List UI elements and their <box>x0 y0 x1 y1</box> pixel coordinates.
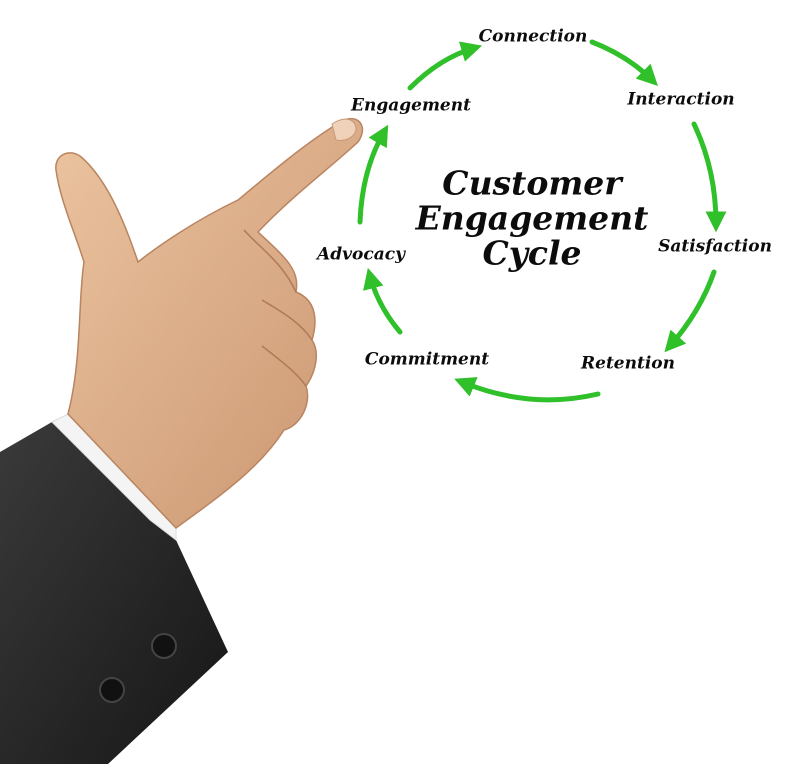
arrow-engagement-to-connection <box>407 41 483 91</box>
stage-engagement: Engagement <box>351 95 471 116</box>
cycle-arrows <box>357 39 727 403</box>
stage-interaction: Interaction <box>627 89 735 110</box>
finger-crease <box>243 229 297 293</box>
diagram-title: Customer Engagement Cycle <box>416 166 649 271</box>
finger-crease <box>261 299 313 341</box>
stage-satisfaction: Satisfaction <box>658 236 772 257</box>
stage-connection: Connection <box>478 26 588 47</box>
stage-advocacy: Advocacy <box>317 244 405 265</box>
diagram-title-line: Engagement <box>415 198 649 238</box>
finger-crease <box>261 345 307 387</box>
arrow-interaction-to-satisfaction <box>691 121 727 233</box>
pointing-hand-icon <box>0 117 364 764</box>
arrow-satisfaction-to-retention <box>664 269 717 353</box>
shirt-cuff <box>51 413 177 542</box>
stage-commitment: Commitment <box>364 349 490 370</box>
diagram-title-line: Customer <box>442 163 622 203</box>
sleeve-button-icon <box>99 677 125 703</box>
stage-retention: Retention <box>581 353 675 374</box>
arrow-retention-to-commitment <box>454 377 601 403</box>
fingernail <box>331 118 357 141</box>
sleeve-button-icon <box>151 633 177 659</box>
arrow-commitment-to-advocacy <box>363 267 403 335</box>
diagram-title-line: Cycle <box>482 233 582 273</box>
suit-sleeve <box>0 422 228 764</box>
arrow-advocacy-to-engagement <box>357 124 389 225</box>
arrow-connection-to-interaction <box>589 39 658 86</box>
